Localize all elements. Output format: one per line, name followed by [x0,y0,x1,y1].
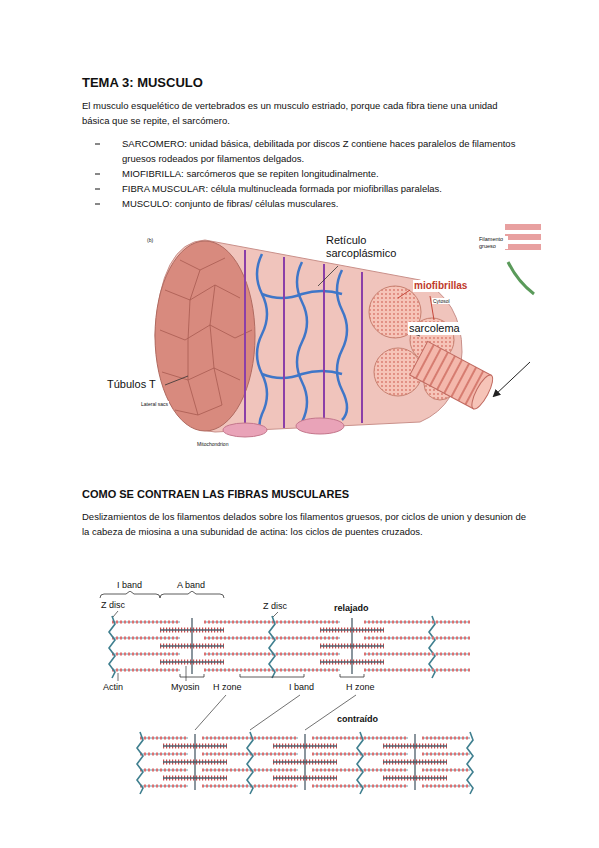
figure-label: Túbulos T [106,378,157,391]
bullet-text: FIBRA MUSCULAR: célula multinucleada for… [122,181,522,196]
figure-label: (b) [146,237,154,243]
band-label: I band [116,580,143,591]
figure-label: Lateral sacs [140,401,169,407]
page-title: TEMA 3: MUSCULO [82,75,203,91]
band-label: Z disc [262,601,288,612]
figure-label: miofibrillas [413,280,468,292]
body-text: Deslizamientos de los filamentos delados… [82,509,527,539]
bullet-text: SARCOMERO: unidad básica, debilitada por… [122,136,522,166]
band-label: Myosin [170,682,201,693]
band-label: H zone [345,682,376,693]
state-label: relajado [333,603,370,614]
band-label: Z disc [100,600,126,611]
bullet-text: MUSCULO: conjunto de fibras/ células mus… [122,196,522,211]
figure-label: Mitochondrion [196,441,229,447]
state-label: contraído [336,714,379,725]
body-text: El musculo esquelético de vertebrados es… [82,98,527,128]
bullet-text: MIOFIBRILLA: sarcómeros que se repiten l… [122,166,522,181]
band-label: H zone [212,682,243,693]
section-heading: COMO SE CONTRAEN LAS FIBRAS MUSCULARES [82,487,349,501]
band-label: I band [288,682,315,693]
band-label: Actin [102,682,124,693]
figure-label: Cytosol [432,298,451,304]
band-label: A band [176,580,206,591]
figure-label: sarcolema [408,322,461,335]
figure-label: Filamento grueso [478,236,508,249]
figure-label: Retículo sarcoplásmico [325,234,407,260]
